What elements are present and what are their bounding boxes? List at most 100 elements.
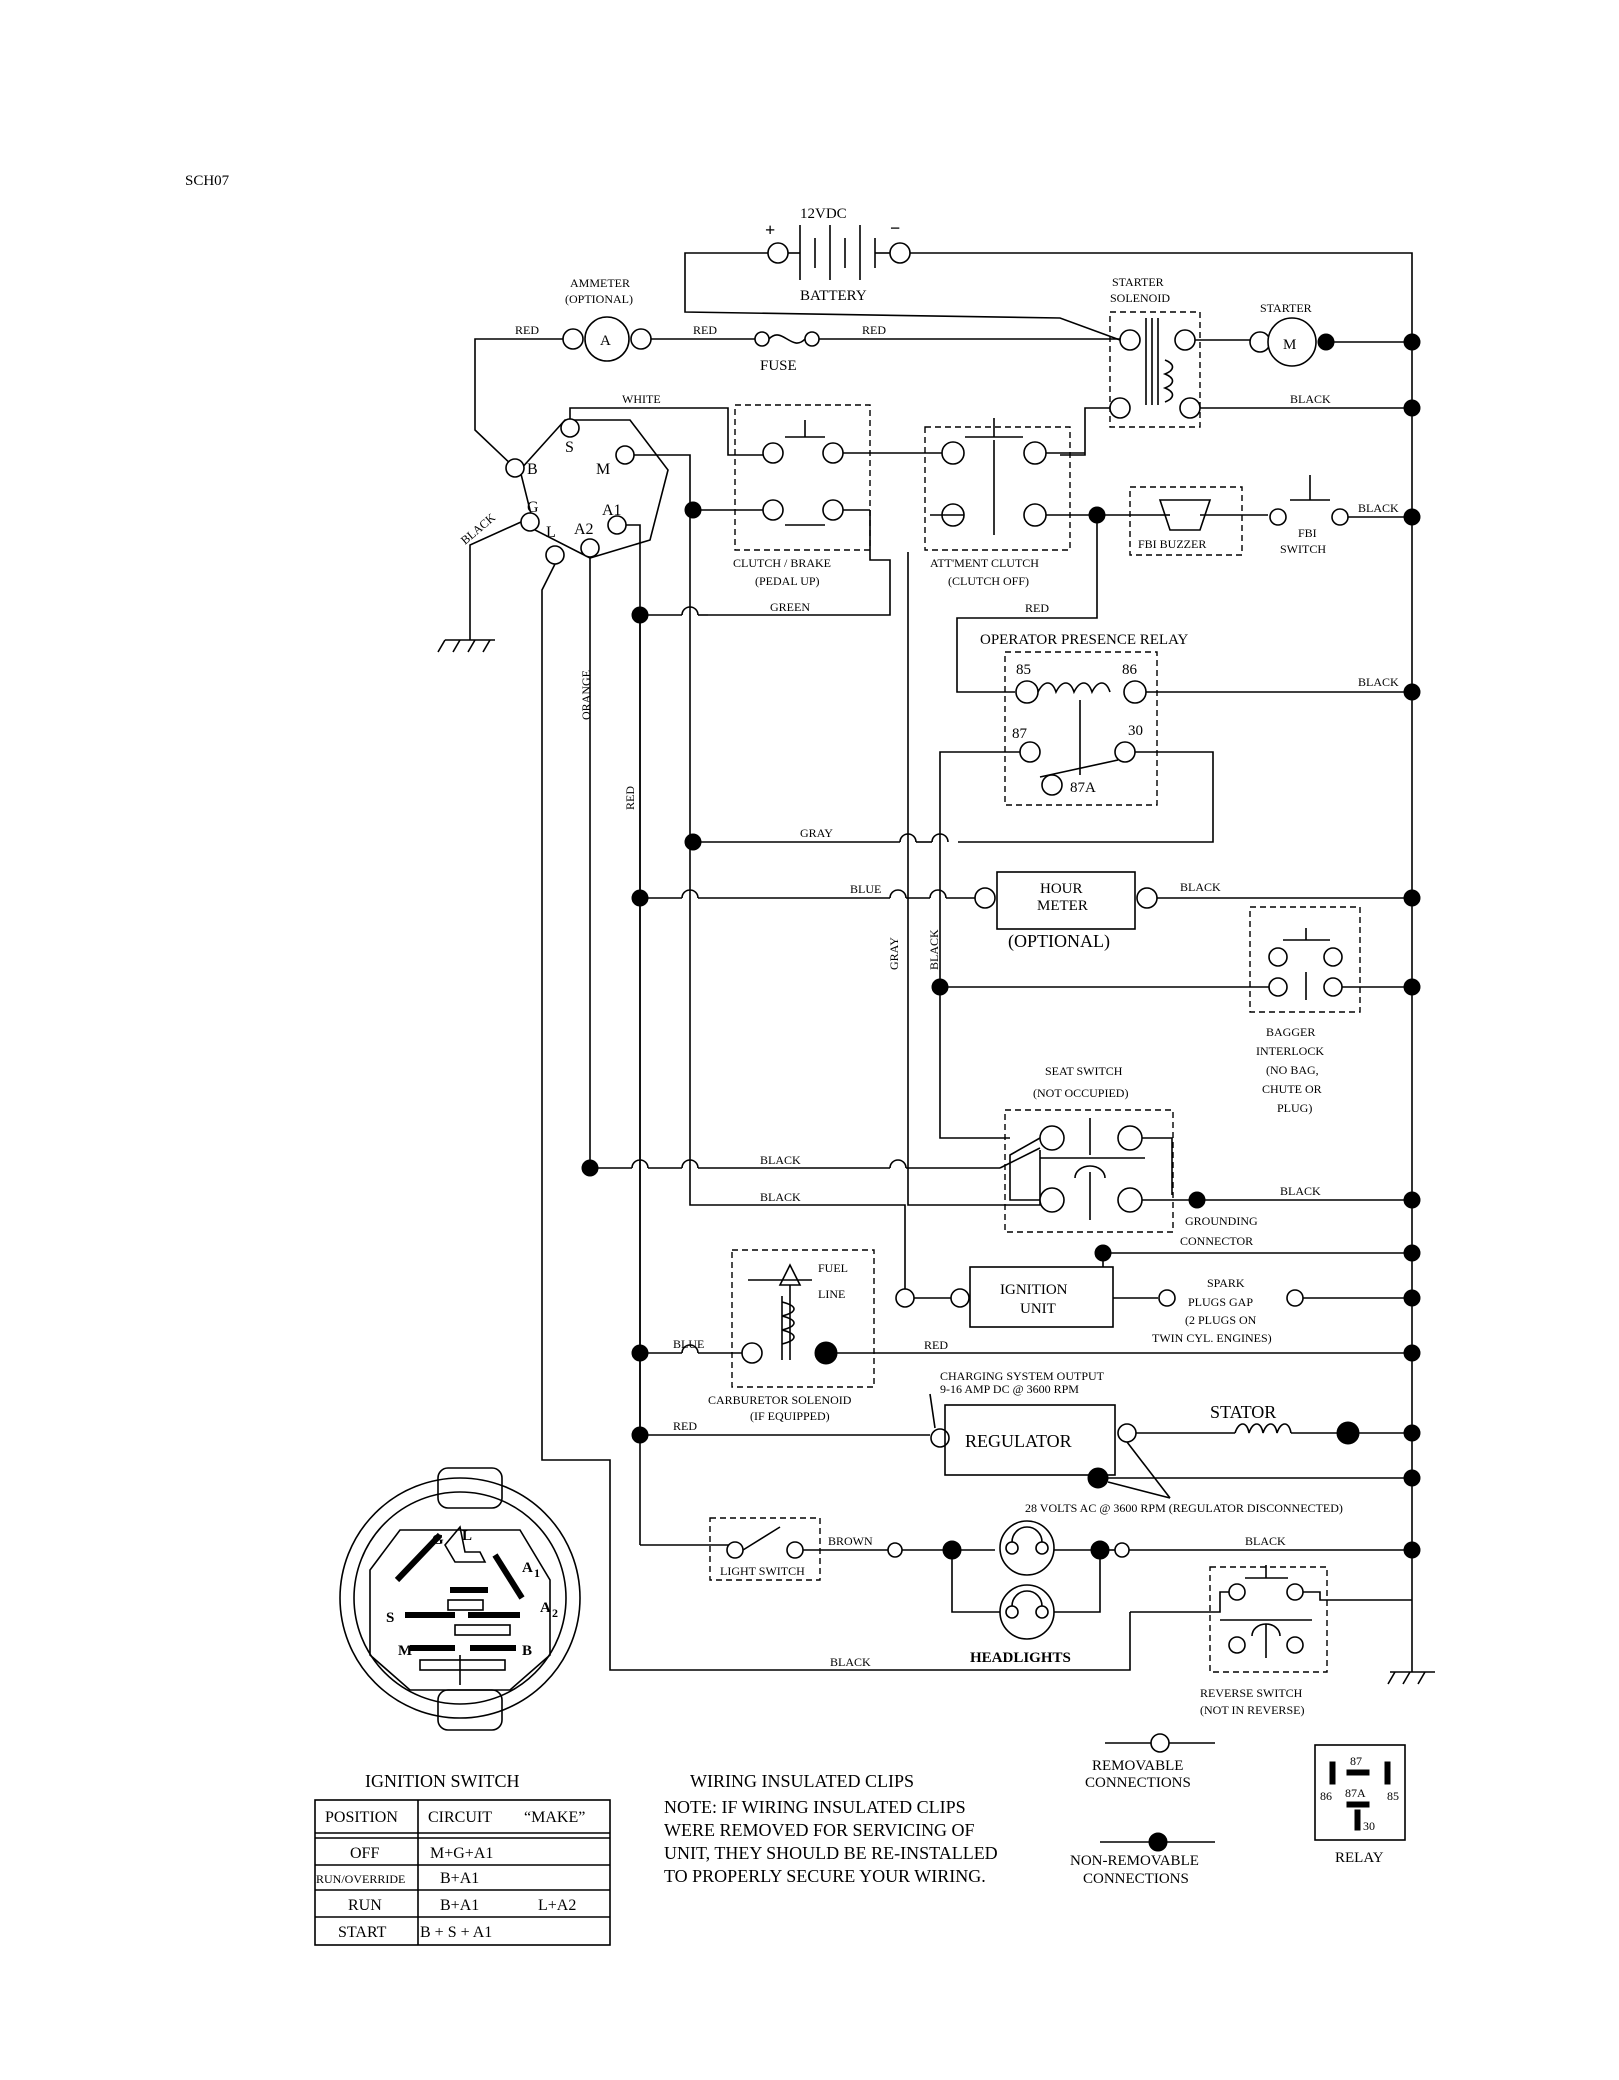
table-row-run-c1: B+A1 (440, 1897, 479, 1914)
table-header-circuit: CIRCUIT (428, 1809, 492, 1826)
relay-pin-87a: 87A (1070, 780, 1096, 796)
ignition-unit-l1: IGNITION (1000, 1282, 1068, 1298)
reverse-l2: (NOT IN REVERSE) (1200, 1703, 1304, 1717)
bagger-l2: INTERLOCK (1256, 1044, 1324, 1058)
face-a1: A (522, 1560, 533, 1576)
clutch-brake-switch (734, 404, 871, 551)
fuel-line-l2: LINE (818, 1287, 845, 1301)
wire-label-white: WHITE (622, 392, 661, 406)
fbi-switch-l1: FBI (1298, 526, 1317, 540)
clips-l4: TO PROPERLY SECURE YOUR WIRING. (664, 1866, 986, 1886)
table-row-run-c2: L+A2 (538, 1897, 576, 1914)
charging-l1: CHARGING SYSTEM OUTPUT (940, 1369, 1105, 1383)
fuse (768, 334, 806, 344)
battery-voltage: 12VDC (800, 206, 847, 222)
grounding-l2: CONNECTOR (1180, 1234, 1253, 1248)
clutch-brake-l1: CLUTCH / BRAKE (733, 556, 831, 570)
wire-label-gray: GRAY (800, 826, 833, 840)
hour-meter (996, 871, 1136, 930)
ignition-switch (519, 419, 669, 559)
headlights-label: HEADLIGHTS (970, 1650, 1071, 1666)
ign-pin-a1: A1 (602, 502, 622, 519)
fbi-buzzer-label: FBI BUZZER (1138, 537, 1206, 551)
ignition-table: POSITION CIRCUIT “MAKE” OFF M+G+A1 RUN/O… (314, 1799, 611, 1946)
ign-pin-s: S (565, 439, 574, 456)
face-s: S (386, 1610, 394, 1626)
wire-label-blue-carb: BLUE (673, 1337, 704, 1351)
ammeter-symbol: A (600, 333, 611, 349)
ign-pin-l: L (546, 524, 556, 541)
battery-plus: + (765, 220, 775, 240)
battery-label: BATTERY (800, 288, 867, 304)
spark-l2: PLUGS GAP (1188, 1295, 1253, 1309)
wire-label-red-reg: RED (673, 1419, 697, 1433)
wire-label-green: GREEN (770, 600, 810, 614)
light-switch-label: LIGHT SWITCH (720, 1564, 805, 1578)
attment-clutch-l1: ATT'MENT CLUTCH (930, 556, 1039, 570)
ign-pin-m: M (596, 461, 610, 478)
table-row-start-c1: B + S + A1 (420, 1924, 492, 1941)
relay-legend-label: RELAY (1335, 1850, 1384, 1866)
ignition-switch-title: IGNITION SWITCH (365, 1771, 519, 1791)
bagger-interlock (1249, 906, 1361, 1013)
hour-meter-opt: (OPTIONAL) (1008, 931, 1110, 952)
wire-label-black-light: BLACK (1245, 1534, 1286, 1548)
face-m: M (398, 1643, 412, 1659)
relay-legend-30: 30 (1363, 1819, 1375, 1833)
wire-label-blue-hour: BLUE (850, 882, 881, 896)
relay-pin-86: 86 (1122, 662, 1138, 678)
table-row-start-pos: START (338, 1924, 387, 1941)
hour-meter-l1: HOUR (1040, 881, 1083, 897)
ammeter (584, 316, 630, 362)
relay-legend-87a: 87A (1345, 1786, 1366, 1800)
wire-label-black-seat: BLACK (760, 1153, 801, 1167)
relay-title: OPERATOR PRESENCE RELAY (980, 632, 1189, 648)
table-row-off-pos: OFF (350, 1845, 379, 1862)
reverse-l1: REVERSE SWITCH (1200, 1686, 1303, 1700)
regulator (944, 1404, 1116, 1476)
hour-meter-l2: METER (1037, 898, 1088, 914)
face-g: G (432, 1532, 444, 1548)
face-b: B (522, 1643, 532, 1659)
wire-label-black-v: BLACK (927, 929, 941, 970)
spark-l4: TWIN CYL. ENGINES) (1152, 1331, 1272, 1345)
relay-legend: 87 86 87A 85 30 RELAY (1314, 1744, 1406, 1866)
attachment-clutch-switch (924, 426, 1071, 551)
wire-label-red-bus: RED (623, 786, 637, 810)
ignition-unit-l2: UNIT (1020, 1301, 1056, 1317)
fbi-buzzer (1129, 486, 1243, 556)
face-l: L (462, 1528, 472, 1544)
reverse-switch (1209, 1566, 1328, 1673)
ignition-unit (969, 1266, 1114, 1328)
fuse-label: FUSE (760, 358, 797, 374)
wire-label-black-m: BLACK (760, 1190, 801, 1204)
ign-pin-b: B (527, 461, 538, 478)
battery-minus: − (890, 218, 900, 238)
relay-pin-87: 87 (1012, 726, 1028, 742)
bagger-l3: (NO BAG, (1266, 1063, 1319, 1077)
carb-l2: (IF EQUIPPED) (750, 1409, 830, 1423)
wire-label-gray-v: GRAY (887, 937, 901, 970)
grounding-l1: GROUNDING (1185, 1214, 1258, 1228)
wire-label-black-solenoid: BLACK (1290, 392, 1331, 406)
starter-label: STARTER (1260, 301, 1312, 315)
wire-label-red-carb: RED (924, 1338, 948, 1352)
wire-label-black-hour: BLACK (1180, 880, 1221, 894)
light-switch (709, 1517, 821, 1581)
relay-pin-30: 30 (1128, 723, 1143, 739)
operator-presence-relay (1004, 651, 1158, 806)
table-row-runover-pos: RUN/OVERRIDE (316, 1872, 405, 1886)
wire-label-red-relay: RED (1025, 601, 1049, 615)
bagger-l5: PLUG) (1277, 1101, 1312, 1115)
starter-solenoid-l2: SOLENOID (1110, 291, 1170, 305)
wire-label-black-fbi: BLACK (1358, 501, 1399, 515)
table-row-run-pos: RUN (348, 1897, 382, 1914)
bagger-l4: CHUTE OR (1262, 1082, 1322, 1096)
clips-l2: WERE REMOVED FOR SERVICING OF (664, 1820, 975, 1840)
ign-pin-a2: A2 (574, 521, 594, 538)
starter-solenoid-l1: STARTER (1112, 275, 1164, 289)
seat-switch-l1: SEAT SWITCH (1045, 1064, 1123, 1078)
battery: 12VDC + − BATTERY (765, 206, 911, 304)
wire-label-black-bottom: BLACK (830, 1655, 871, 1669)
legend-nonremovable-l2: CONNECTIONS (1083, 1871, 1189, 1887)
